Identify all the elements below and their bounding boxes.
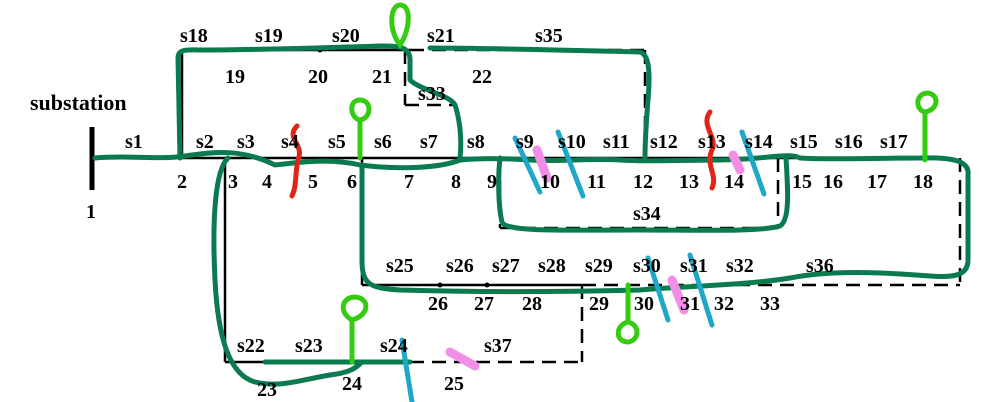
node-label: 19	[225, 66, 245, 88]
node-label: 3	[228, 171, 238, 193]
node-label: 25	[444, 373, 464, 395]
switch-label: s31	[680, 255, 708, 277]
node-label: 28	[522, 293, 542, 315]
node-label: 22	[472, 66, 492, 88]
switch-label: s3	[237, 131, 255, 153]
switch-label: s24	[380, 335, 408, 357]
switch-label: s12	[650, 131, 678, 153]
node-label: 32	[714, 293, 734, 315]
switch-label: s14	[745, 131, 773, 153]
node-label: 26	[428, 293, 448, 315]
switch-label: s36	[806, 255, 834, 277]
node-label: 2	[177, 171, 187, 193]
node-label: 13	[679, 171, 699, 193]
node-dots	[267, 47, 490, 365]
switch-label: s22	[237, 335, 265, 357]
node-label: 1	[86, 201, 96, 223]
pink-marks	[445, 145, 745, 371]
node-label: 10	[540, 171, 560, 193]
switch-label: s16	[835, 131, 863, 153]
switch-label: s23	[295, 335, 323, 357]
switch-label: s33	[418, 83, 446, 105]
node-label: 24	[342, 373, 362, 395]
node-label: 14	[724, 171, 744, 193]
node-label: 31	[680, 293, 700, 315]
node-label: 7	[404, 171, 414, 193]
node-label: 16	[823, 171, 843, 193]
switch-label: s34	[633, 203, 661, 225]
labels: substation s1 s2 s3 s4 s5 s6 s7 s8 s9 s1…	[30, 25, 933, 401]
switch-label: s35	[535, 25, 563, 47]
node-label: 20	[308, 66, 328, 88]
switch-label: s37	[484, 335, 512, 357]
node-label: 15	[792, 171, 812, 193]
switch-label: s4	[281, 131, 299, 153]
switch-label: s32	[726, 255, 754, 277]
switch-label: s25	[386, 255, 414, 277]
node-label: 5	[308, 171, 318, 193]
node-label: 8	[451, 171, 461, 193]
switch-label: s5	[328, 131, 346, 153]
switch-label: s2	[196, 131, 214, 153]
node-label: 6	[347, 171, 357, 193]
switch-label: s17	[880, 131, 908, 153]
node-label: 12	[633, 171, 653, 193]
node-label: 17	[867, 171, 887, 193]
switch-label: s10	[558, 131, 586, 153]
node-label: 18	[913, 171, 933, 193]
tie-lines	[403, 48, 962, 364]
switch-label: s8	[467, 131, 485, 153]
blue-marks	[399, 129, 767, 402]
switch-label: s7	[420, 131, 438, 153]
switch-label: s18	[180, 25, 208, 47]
node-label: 29	[589, 293, 609, 315]
switch-label: s9	[516, 131, 534, 153]
switch-label: s29	[585, 255, 613, 277]
switch-label: s11	[603, 131, 630, 153]
substation-label: substation	[30, 90, 127, 115]
node-label: 11	[587, 171, 606, 193]
node-label: 30	[634, 293, 654, 315]
switch-label: s6	[374, 131, 392, 153]
switch-label: s28	[538, 255, 566, 277]
switch-label: s20	[332, 25, 360, 47]
node-label: 27	[474, 293, 494, 315]
switch-label: s1	[125, 131, 143, 153]
switch-label: s19	[255, 25, 283, 47]
switch-label: s26	[446, 255, 474, 277]
red-marks	[289, 109, 717, 199]
switch-label: s30	[633, 255, 661, 277]
node-label: 23	[257, 379, 277, 401]
green-marks	[340, 2, 939, 365]
switch-label: s21	[427, 25, 455, 47]
node-label: 21	[372, 66, 392, 88]
node-label: 33	[760, 293, 780, 315]
node-label: 4	[262, 171, 272, 193]
switch-label: s27	[492, 255, 520, 277]
node-label: 9	[487, 171, 497, 193]
switch-label: s13	[698, 131, 726, 153]
switch-label: s15	[790, 131, 818, 153]
